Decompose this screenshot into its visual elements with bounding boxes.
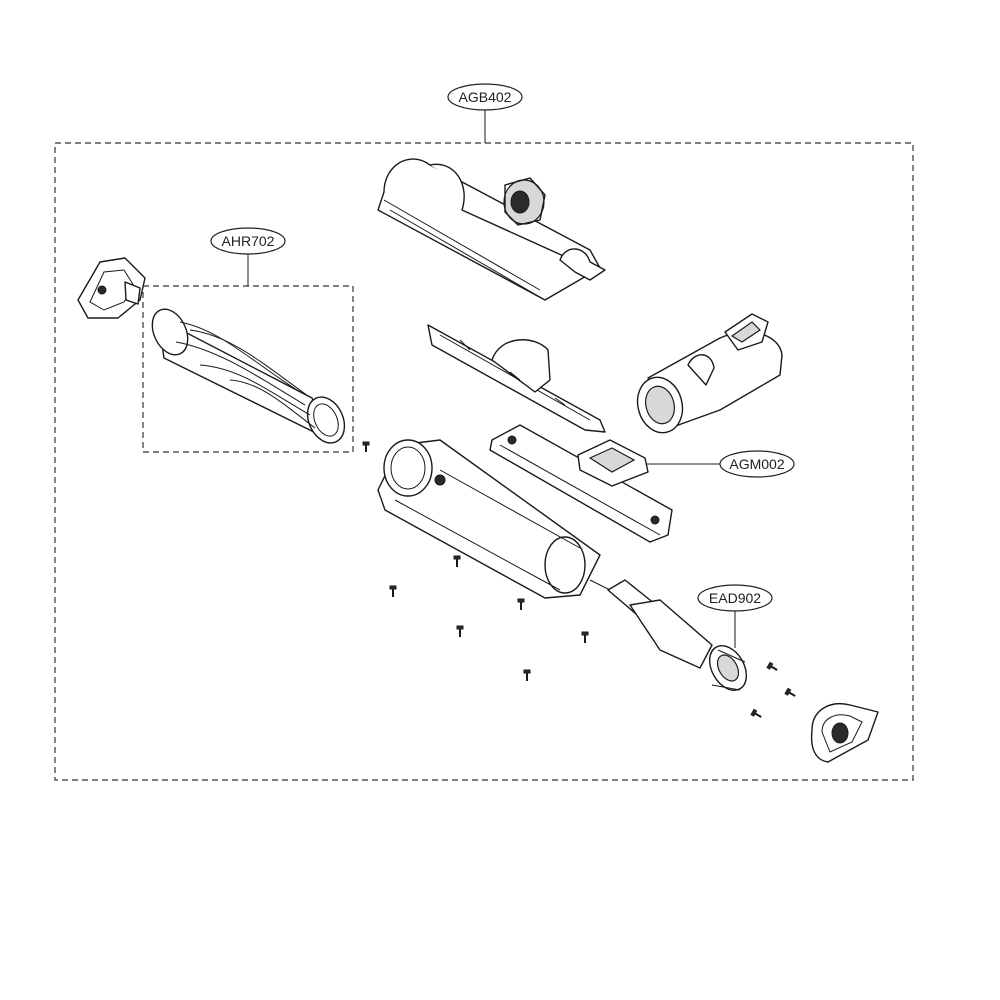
- motor-ead902: [589, 579, 748, 691]
- callout-ahr702[interactable]: AHR702: [210, 227, 286, 286]
- screw: [517, 598, 525, 610]
- screw: [389, 585, 397, 597]
- screw: [750, 708, 762, 718]
- assembly-boundary-agb402: [54, 142, 914, 781]
- callout-label-agm002: AGM002: [729, 456, 784, 472]
- callout-agb402[interactable]: AGB402: [447, 83, 523, 143]
- callout-label-ahr702: AHR702: [222, 233, 275, 249]
- base-plate-agm002: [489, 424, 673, 543]
- screw: [456, 625, 464, 637]
- left-end-cap: [77, 257, 146, 319]
- top-cover: [377, 158, 606, 301]
- callout-agm002[interactable]: AGM002: [640, 450, 795, 478]
- screw: [362, 441, 370, 452]
- screws: [362, 441, 796, 718]
- callout-ead902[interactable]: EAD902: [697, 584, 773, 648]
- brush-roller: [151, 308, 346, 444]
- inner-guard: [427, 324, 606, 433]
- lower-housing: [377, 439, 601, 599]
- screw: [766, 661, 778, 671]
- right-end-cap: [810, 703, 879, 763]
- screw: [523, 669, 531, 681]
- callout-label-ead902: EAD902: [709, 590, 761, 606]
- screw: [784, 687, 796, 697]
- screw: [581, 631, 589, 643]
- callout-label-agb402: AGB402: [459, 89, 512, 105]
- neck-joint: [636, 313, 783, 434]
- screw: [453, 555, 461, 567]
